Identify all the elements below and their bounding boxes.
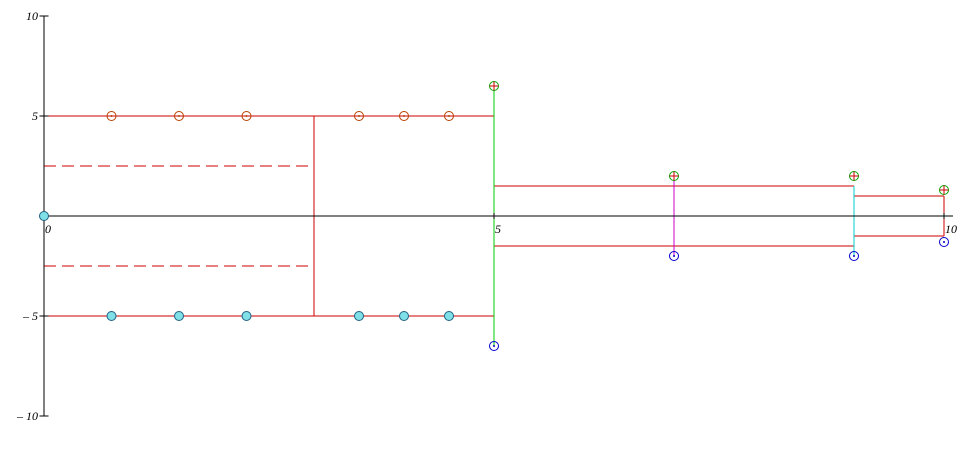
blue-circle-marker — [939, 237, 949, 247]
top-circle-marker — [444, 111, 454, 121]
x-tick-label: 10 — [945, 222, 957, 236]
top-circle-dot — [178, 115, 180, 117]
axes-group — [39, 15, 953, 417]
markers-group — [39, 81, 949, 351]
blue-circle-dot — [673, 255, 675, 257]
blue-circle-dot — [943, 241, 945, 243]
tick-labels-group: 0 5 10 10 5 – 5 – 10 — [16, 9, 957, 423]
bottom-circle-marker — [174, 311, 184, 321]
y-tick-label: 5 — [32, 109, 38, 123]
top-circle-dot — [245, 115, 248, 117]
bottom-circle-marker — [241, 311, 252, 321]
top-circle-dot — [448, 115, 450, 117]
top-circle-dot — [110, 115, 113, 117]
top-circle-dot — [403, 115, 405, 117]
x-tick-label: 5 — [495, 222, 501, 236]
blue-circle-dot — [493, 345, 495, 347]
y-tick-label: 10 — [26, 9, 38, 23]
x-tick-label: 0 — [45, 222, 51, 236]
top-circle-marker — [174, 111, 184, 121]
bottom-circle-marker — [399, 311, 409, 321]
bottom-circle-marker — [354, 311, 364, 321]
blue-circle-dot — [853, 255, 855, 257]
top-circle-marker — [241, 111, 252, 121]
blue-circle-marker — [669, 251, 679, 261]
bottom-circle-marker — [106, 311, 117, 321]
y-tick-label: – 10 — [16, 409, 38, 423]
top-circle-marker — [399, 111, 409, 121]
top-circle-marker — [354, 111, 364, 121]
blue-circle-marker — [849, 251, 859, 261]
y-tick-label: – 5 — [22, 309, 38, 323]
top-circle-marker — [106, 111, 117, 121]
bottom-circle-marker — [444, 311, 454, 321]
blue-circle-marker — [489, 341, 499, 351]
origin-circle-marker — [39, 211, 49, 221]
top-circle-dot — [358, 115, 360, 117]
